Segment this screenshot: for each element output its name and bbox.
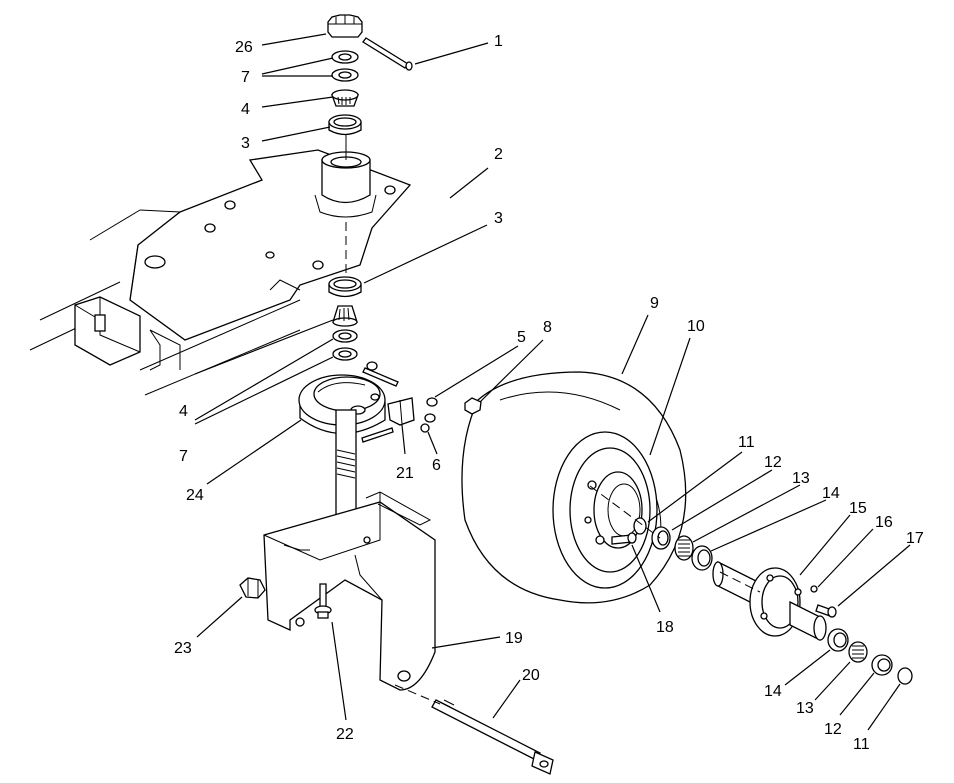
wheel-rim [552, 431, 658, 589]
hex-nut-left [239, 577, 266, 599]
bearing-cup-lower [328, 276, 362, 298]
hub-bolt [815, 604, 837, 618]
bearing-12-left [871, 654, 893, 676]
callout-23: 23 [174, 640, 192, 657]
callout-12-top: 12 [764, 454, 782, 471]
fork-bolt [314, 583, 332, 619]
callout-10: 10 [687, 318, 705, 335]
callout-4-bottom: 4 [179, 403, 188, 420]
callout-4-top: 4 [241, 101, 250, 118]
callout-20: 20 [522, 667, 540, 684]
callout-24: 24 [186, 487, 204, 504]
cotter-pin [362, 37, 413, 71]
bearing-11-right [633, 517, 647, 535]
callout-5: 5 [517, 329, 526, 346]
callout-6: 6 [432, 457, 441, 474]
callout-11-bottom: 11 [853, 736, 870, 753]
axle-bolt [431, 699, 554, 775]
grease-fitting [810, 585, 818, 593]
bearing-11-left [897, 667, 913, 685]
brake-bolt-hardware [361, 361, 438, 443]
assembly-lines [345, 222, 761, 705]
callout-11-top: 11 [738, 434, 755, 451]
bearing-cone-lower [332, 305, 358, 327]
callout-15: 15 [849, 500, 867, 517]
callout-26: 26 [235, 39, 253, 56]
washer-upper-2 [331, 68, 359, 82]
washer-lower-2 [332, 347, 358, 361]
callout-labels: 26 1 7 4 3 2 3 5 8 9 10 4 7 21 6 24 11 1… [174, 33, 924, 753]
valve-stem [611, 532, 637, 545]
hub-spindle [712, 560, 827, 642]
pivot-housing [314, 120, 377, 218]
callout-22: 22 [336, 726, 354, 743]
callout-3-bottom: 3 [494, 210, 503, 227]
bearing-14-right [691, 545, 713, 571]
callout-3-top: 3 [241, 135, 250, 152]
callout-12-bottom: 12 [824, 721, 842, 738]
bearing-cup-upper [328, 114, 362, 136]
bearing-cone-upper [331, 89, 359, 107]
leader-lines [194, 33, 911, 731]
washer-lower-1 [332, 329, 358, 343]
bearing-12-right [651, 526, 671, 550]
callout-8: 8 [543, 319, 552, 336]
bearing-13-left [848, 641, 868, 663]
callout-13-top: 13 [792, 470, 810, 487]
callout-9: 9 [650, 295, 659, 312]
callout-19: 19 [505, 630, 523, 647]
lug-nut [464, 397, 482, 415]
washer-upper-1 [331, 50, 359, 64]
callout-2: 2 [494, 146, 503, 163]
callout-7-top: 7 [241, 69, 250, 86]
callout-17: 17 [906, 530, 924, 547]
callout-1: 1 [494, 33, 503, 50]
caster-fork [263, 491, 436, 691]
callout-7-bottom: 7 [179, 448, 188, 465]
bearing-13-right [674, 535, 694, 561]
callout-21: 21 [396, 465, 414, 482]
callout-14-bottom: 14 [764, 683, 782, 700]
callout-14-top: 14 [822, 485, 840, 502]
bearing-14-left [827, 628, 849, 652]
callout-16: 16 [875, 514, 893, 531]
castle-nut [327, 14, 363, 38]
callout-13-bottom: 13 [796, 700, 814, 717]
callout-18: 18 [656, 619, 674, 636]
